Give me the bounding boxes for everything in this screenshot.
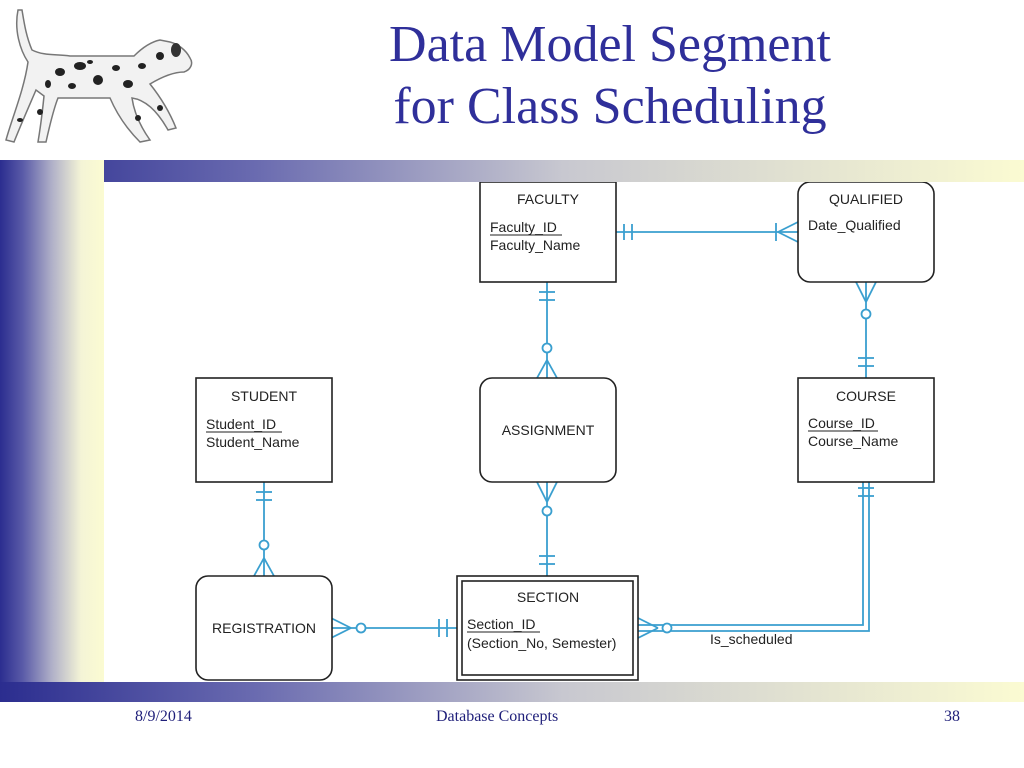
qualified-entity	[797, 182, 935, 283]
faculty-entity	[479, 182, 617, 283]
course-name: COURSE	[836, 388, 896, 404]
left-gradient-band	[0, 160, 104, 702]
qualified-name: QUALIFIED	[829, 191, 903, 207]
footer-course-name: Database Concepts	[436, 708, 559, 725]
student-entity	[195, 377, 333, 483]
section-attr: (Section_No, Semester)	[467, 635, 616, 651]
is-scheduled-line-outer	[638, 482, 864, 626]
assignment-name: ASSIGNMENT	[502, 422, 595, 438]
registration-entity	[195, 575, 333, 681]
erd-canvas: FACULTY Faculty_ID Faculty_Name QUALIFIE…	[195, 182, 935, 681]
registration-name: REGISTRATION	[212, 620, 316, 636]
footer-page-number: 38	[944, 708, 960, 725]
erd-diagram: FACULTY Faculty_ID Faculty_Name QUALIFIE…	[104, 182, 1024, 682]
footer-date: 8/9/2014	[135, 708, 192, 725]
slide-title: Data Model Segment for Class Scheduling	[260, 14, 960, 138]
dalmatian-logo	[5, 9, 193, 143]
title-line-1: Data Model Segment	[389, 16, 831, 73]
is-scheduled-label: Is_scheduled	[710, 631, 793, 647]
student-name: STUDENT	[231, 388, 298, 404]
section-name: SECTION	[517, 589, 579, 605]
faculty-attr: Faculty_Name	[490, 237, 580, 253]
faculty-key: Faculty_ID	[490, 219, 557, 235]
student-attr: Student_Name	[206, 434, 300, 450]
bottom-gradient-band	[0, 682, 1024, 702]
course-entity	[797, 377, 935, 483]
title-line-2: for Class Scheduling	[393, 78, 827, 135]
top-gradient-band	[0, 160, 1024, 182]
assignment-entity	[479, 377, 617, 483]
section-key: Section_ID	[467, 616, 535, 632]
student-key: Student_ID	[206, 416, 276, 432]
course-attr: Course_Name	[808, 433, 898, 449]
qualified-attr: Date_Qualified	[808, 217, 901, 233]
course-key: Course_ID	[808, 415, 875, 431]
faculty-name: FACULTY	[517, 191, 580, 207]
